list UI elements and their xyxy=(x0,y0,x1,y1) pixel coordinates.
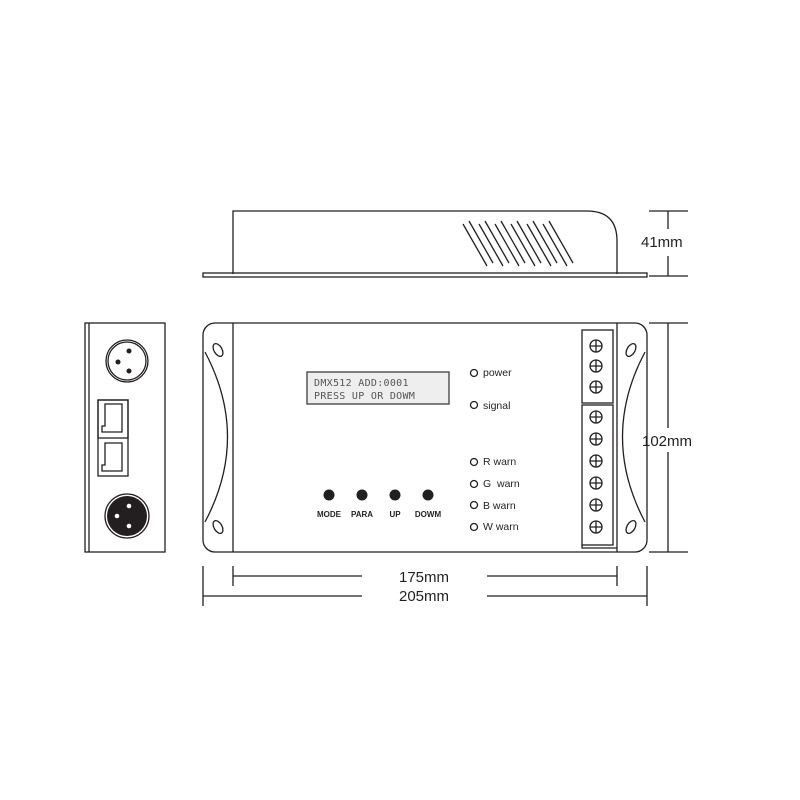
indicator-leds: power signal R warn G warn B warn W warn xyxy=(469,367,520,533)
down-button xyxy=(422,489,434,501)
vent-slots xyxy=(462,220,574,267)
mode-button xyxy=(323,489,335,501)
terminal-screw-icon xyxy=(589,498,603,512)
mounting-slots xyxy=(212,342,637,535)
depth-dimension: 102mm xyxy=(642,322,692,553)
led-label-g-warn: G warn xyxy=(483,478,520,490)
inner-width-label: 175mm xyxy=(399,569,449,586)
outer-width-label: 205mm xyxy=(399,588,449,605)
terminal-screw-icon xyxy=(589,454,603,468)
side-elevation-view: 41mm xyxy=(202,210,688,278)
height-dimension: 41mm xyxy=(641,210,688,277)
terminal-screw-icon xyxy=(589,359,603,373)
lcd-line-2: PRESS UP OR DOWM xyxy=(314,391,415,402)
front-view: DMX512 ADD:0001 PRESS UP OR DOWM power s… xyxy=(202,322,692,606)
xlr-female-connector xyxy=(105,339,149,383)
terminal-screw-icon xyxy=(589,339,603,353)
terminal-blocks xyxy=(581,329,617,549)
left-flange-arc xyxy=(204,351,229,523)
led-label-power: power xyxy=(483,367,512,379)
para-button xyxy=(356,489,368,501)
height-label: 41mm xyxy=(641,234,683,251)
terminal-screw-icon xyxy=(589,380,603,394)
depth-label: 102mm xyxy=(642,433,692,450)
mode-label: MODE xyxy=(317,510,342,519)
terminal-screw-icon xyxy=(589,520,603,534)
terminal-screw-icon xyxy=(589,432,603,446)
housing-profile xyxy=(232,210,618,274)
xlr-male-connector xyxy=(104,493,150,539)
end-view xyxy=(84,322,166,553)
led-label-w-warn: W warn xyxy=(483,521,519,533)
outer-width-dimension: 205mm xyxy=(202,566,648,606)
para-label: PARA xyxy=(351,510,373,519)
up-button xyxy=(389,489,401,501)
right-flange-arc xyxy=(621,351,646,523)
up-label: UP xyxy=(389,510,401,519)
base-plate xyxy=(202,272,648,278)
down-label: DOWM xyxy=(415,510,442,519)
control-buttons: MODE PARA UP DOWM xyxy=(317,489,442,519)
rj45-ports xyxy=(97,399,129,477)
lcd-display: DMX512 ADD:0001 PRESS UP OR DOWM xyxy=(306,371,450,405)
led-label-signal: signal xyxy=(483,400,510,412)
lcd-line-1: DMX512 ADD:0001 xyxy=(314,378,409,389)
terminal-screw-icon xyxy=(589,476,603,490)
led-label-r-warn: R warn xyxy=(483,456,516,468)
led-label-b-warn: B warn xyxy=(483,500,516,512)
terminal-screw-icon xyxy=(589,410,603,424)
inner-width-dimension: 175mm xyxy=(232,566,618,586)
